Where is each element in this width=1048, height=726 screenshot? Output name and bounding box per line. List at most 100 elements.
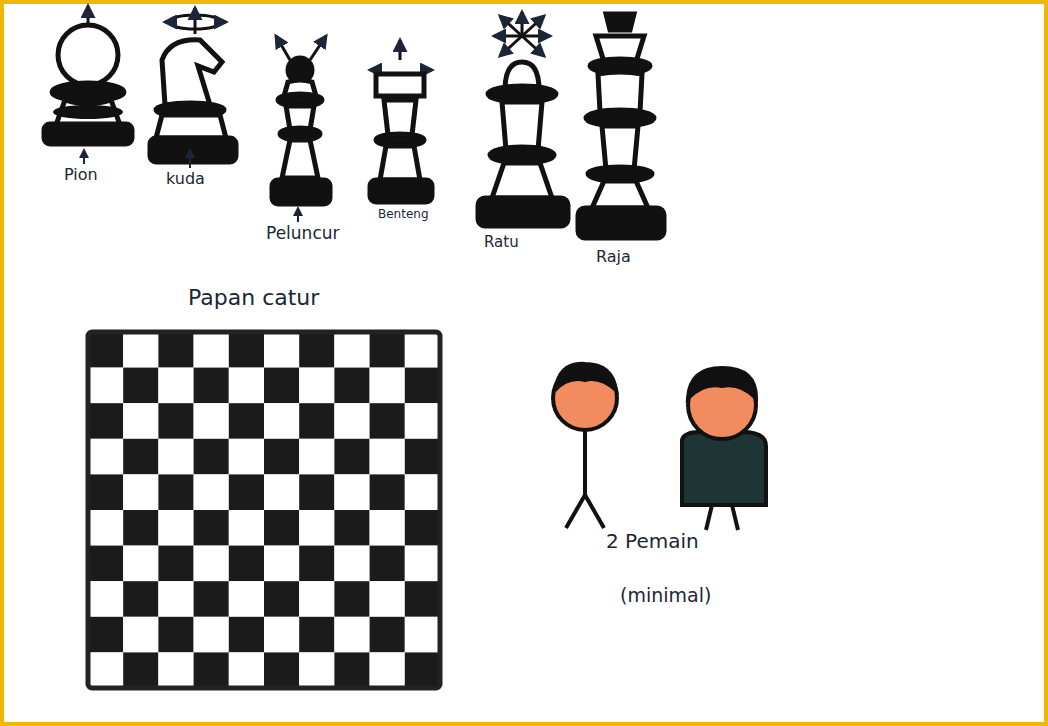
player-figure <box>682 368 766 530</box>
players-note: (minimal) <box>620 585 711 606</box>
piece-label: Ratu <box>484 234 519 251</box>
board-square <box>229 403 264 439</box>
board-square <box>264 546 299 582</box>
board-square <box>123 332 158 368</box>
board-square <box>194 652 229 688</box>
piece-label: Raja <box>596 248 631 266</box>
board-square <box>405 581 440 617</box>
board-square <box>264 617 299 653</box>
board-square <box>229 546 264 582</box>
board-square <box>194 439 229 475</box>
board-square <box>194 403 229 439</box>
board-square <box>405 617 440 653</box>
board-square <box>123 439 158 475</box>
board-square <box>229 332 264 368</box>
board-square <box>405 474 440 510</box>
board-square <box>299 368 334 404</box>
board-square <box>158 652 193 688</box>
board-square <box>88 652 123 688</box>
board-square <box>334 617 369 653</box>
board-square <box>194 617 229 653</box>
board-square <box>123 546 158 582</box>
board-square <box>88 581 123 617</box>
board-square <box>88 332 123 368</box>
board-square <box>123 403 158 439</box>
board-square <box>158 332 193 368</box>
board-square <box>194 510 229 546</box>
board-square <box>158 403 193 439</box>
board-square <box>123 368 158 404</box>
chessboard <box>88 332 440 688</box>
board-square <box>370 368 405 404</box>
board-square <box>264 403 299 439</box>
board-square <box>194 474 229 510</box>
rook-piece <box>370 40 432 202</box>
board-label: Papan catur <box>188 286 319 310</box>
board-square <box>194 581 229 617</box>
bishop-piece <box>272 36 330 204</box>
board-square <box>299 403 334 439</box>
board-square <box>299 510 334 546</box>
board-square <box>334 403 369 439</box>
board-square <box>370 581 405 617</box>
board-square <box>194 368 229 404</box>
board-square <box>370 403 405 439</box>
leader-arrows <box>84 150 298 222</box>
queen-piece <box>478 12 568 226</box>
board-square <box>334 368 369 404</box>
board-square <box>229 368 264 404</box>
board-square <box>370 510 405 546</box>
board-square <box>405 368 440 404</box>
board-square <box>158 510 193 546</box>
board-square <box>370 652 405 688</box>
board-square <box>299 581 334 617</box>
board-square <box>334 652 369 688</box>
board-square <box>405 546 440 582</box>
board-square <box>123 510 158 546</box>
board-square <box>370 439 405 475</box>
board-square <box>264 474 299 510</box>
board-square <box>334 439 369 475</box>
board-square <box>334 332 369 368</box>
board-square <box>229 510 264 546</box>
board-square <box>123 474 158 510</box>
board-square <box>264 439 299 475</box>
pawn-piece <box>44 6 132 144</box>
board-square <box>158 368 193 404</box>
board-square <box>370 332 405 368</box>
board-square <box>158 617 193 653</box>
board-square <box>370 546 405 582</box>
board-square <box>123 617 158 653</box>
board-square <box>264 332 299 368</box>
board-square <box>264 581 299 617</box>
board-square <box>229 474 264 510</box>
board-border <box>88 332 440 688</box>
piece-label: Peluncur <box>266 224 340 243</box>
board-square <box>229 617 264 653</box>
board-square <box>194 332 229 368</box>
board-square <box>229 652 264 688</box>
board-square <box>88 439 123 475</box>
board-square <box>88 546 123 582</box>
board-square <box>123 652 158 688</box>
piece-label: Pion <box>64 166 98 184</box>
board-square <box>370 617 405 653</box>
board-square <box>158 474 193 510</box>
board-square <box>88 617 123 653</box>
board-square <box>405 510 440 546</box>
board-square <box>158 546 193 582</box>
piece-label: Benteng <box>378 208 429 221</box>
board-square <box>334 510 369 546</box>
board-square <box>123 581 158 617</box>
board-square <box>158 581 193 617</box>
board-square <box>264 652 299 688</box>
board-square <box>299 474 334 510</box>
board-square <box>405 403 440 439</box>
board-square <box>405 439 440 475</box>
board-square <box>334 546 369 582</box>
board-square <box>405 332 440 368</box>
board-square <box>405 652 440 688</box>
board-square <box>299 617 334 653</box>
